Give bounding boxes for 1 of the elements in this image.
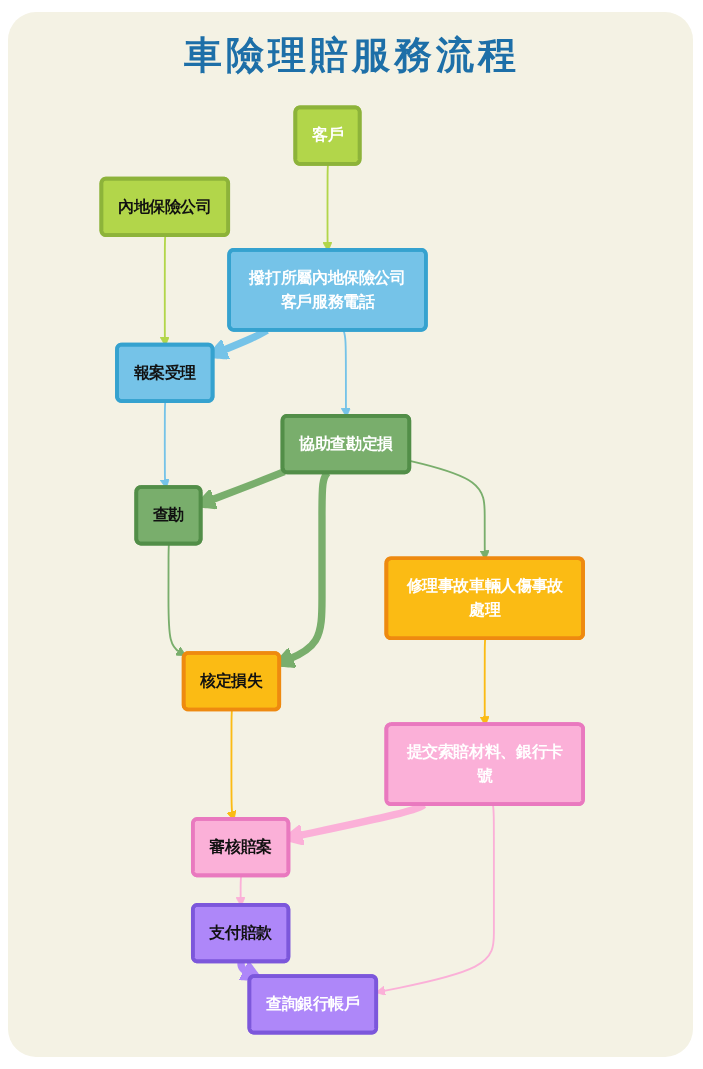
title: 車險理賠服務流程 <box>183 32 520 79</box>
